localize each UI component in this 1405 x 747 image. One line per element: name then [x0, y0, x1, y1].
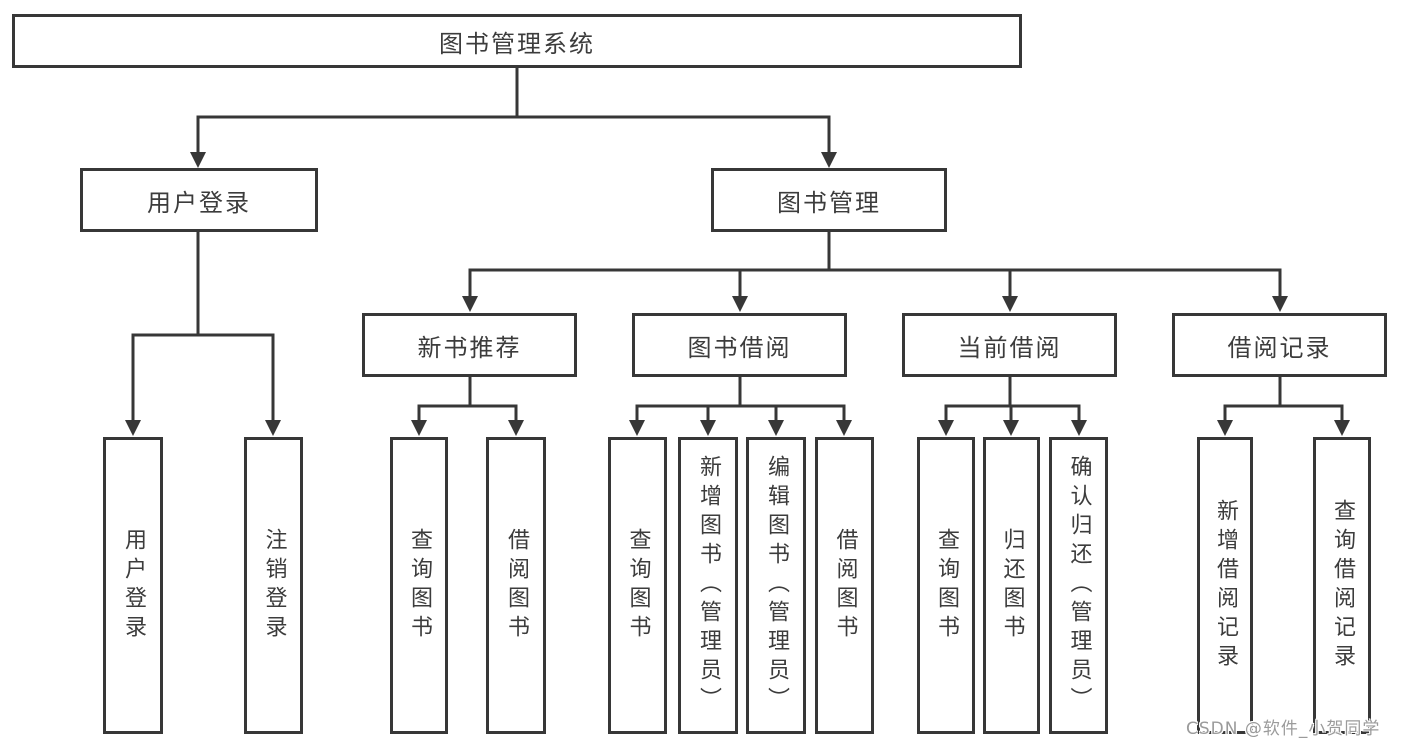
arrowhead-down-icon — [768, 420, 784, 436]
leaf-edit-book-admin: 编辑图书（管理员） — [746, 437, 806, 734]
node-borrowing-records: 借阅记录 — [1172, 313, 1387, 377]
node-root: 图书管理系统 — [12, 14, 1022, 68]
node-current-borrowing: 当前借阅 — [902, 313, 1117, 377]
leaf-label: 编辑图书（管理员） — [764, 455, 789, 716]
arrowhead-down-icon — [1003, 420, 1019, 436]
node-book-management: 图书管理 — [711, 168, 947, 232]
leaf-query-books-current: 查询图书 — [917, 437, 975, 734]
leaf-logout: 注销登录 — [244, 437, 303, 734]
leaf-label: 用户登录 — [121, 527, 146, 644]
leaf-query-borrow-record: 查询借阅记录 — [1313, 437, 1371, 734]
node-book-borrowing: 图书借阅 — [632, 313, 847, 377]
node-label: 当前借阅 — [957, 333, 1062, 362]
arrowhead-down-icon — [836, 420, 852, 436]
leaf-label: 查询借阅记录 — [1330, 498, 1355, 673]
arrowhead-down-icon — [821, 152, 837, 168]
leaf-label: 归还图书 — [999, 527, 1025, 644]
leaf-borrow-books-recommend: 借阅图书 — [486, 437, 546, 734]
arrowhead-down-icon — [1071, 420, 1087, 436]
node-label: 图书管理 — [777, 188, 881, 217]
node-label: 图书借阅 — [687, 333, 792, 362]
arrowhead-down-icon — [1002, 296, 1018, 312]
arrowhead-down-icon — [190, 152, 206, 168]
leaf-add-borrow-record: 新增借阅记录 — [1197, 437, 1253, 734]
arrowhead-down-icon — [125, 420, 141, 436]
leaf-query-books-borrow: 查询图书 — [608, 437, 667, 734]
arrowhead-down-icon — [938, 420, 954, 436]
node-label: 用户登录 — [147, 188, 251, 217]
arrowhead-down-icon — [700, 420, 716, 436]
leaf-label: 查询图书 — [407, 527, 432, 644]
arrowhead-down-icon — [508, 420, 524, 436]
arrowhead-down-icon — [629, 420, 645, 436]
arrowhead-down-icon — [1334, 420, 1350, 436]
leaf-label: 注销登录 — [261, 527, 287, 644]
watermark: CSDN @软件_小贺同学 — [1186, 719, 1381, 739]
leaf-label: 查询图书 — [934, 527, 959, 644]
arrowhead-down-icon — [1217, 420, 1233, 436]
leaf-query-books-recommend: 查询图书 — [390, 437, 448, 734]
arrowhead-down-icon — [732, 296, 748, 312]
leaf-label: 确认归还（管理员） — [1066, 455, 1092, 716]
node-label: 新书推荐 — [417, 333, 522, 362]
leaf-user-login: 用户登录 — [103, 437, 163, 734]
leaf-add-book-admin: 新增图书（管理员） — [678, 437, 738, 734]
leaf-label: 借阅图书 — [832, 527, 858, 644]
arrowhead-down-icon — [265, 420, 281, 436]
leaf-borrow-books: 借阅图书 — [815, 437, 874, 734]
node-new-book-recommendation: 新书推荐 — [362, 313, 577, 377]
leaf-confirm-return-admin: 确认归还（管理员） — [1049, 437, 1108, 734]
leaf-return-books: 归还图书 — [983, 437, 1040, 734]
arrowhead-down-icon — [411, 420, 427, 436]
node-user-login: 用户登录 — [80, 168, 318, 232]
leaf-label: 新增借阅记录 — [1213, 498, 1238, 673]
leaf-label: 借阅图书 — [504, 527, 529, 644]
node-label: 借阅记录 — [1227, 333, 1332, 362]
arrowhead-down-icon — [462, 296, 478, 312]
arrowhead-down-icon — [1272, 296, 1288, 312]
leaf-label: 查询图书 — [625, 527, 651, 644]
node-root-label: 图书管理系统 — [439, 29, 595, 58]
leaf-label: 新增图书（管理员） — [696, 455, 721, 716]
